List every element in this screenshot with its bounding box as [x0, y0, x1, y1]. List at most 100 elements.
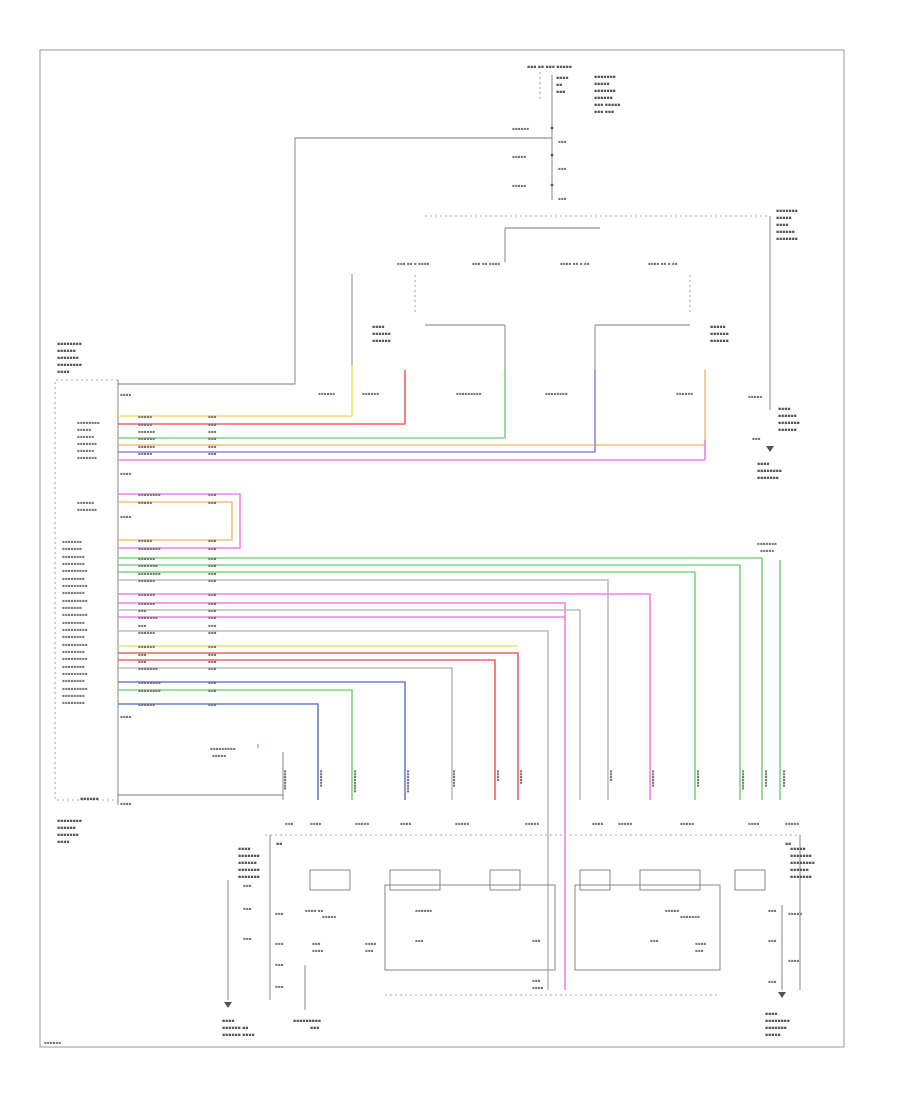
svg-text:▪▪▪▪▪▪: ▪▪▪▪▪▪	[790, 868, 809, 873]
svg-text:▪▪▪▪▪▪▪▪▪: ▪▪▪▪▪▪▪▪▪	[62, 568, 88, 573]
svg-text:▪▪▪▪▪▪: ▪▪▪▪▪▪	[512, 126, 529, 131]
svg-text:▪▪▪▪▪: ▪▪▪▪▪	[525, 821, 539, 826]
svg-text:▪▪▪▪▪: ▪▪▪▪▪	[512, 154, 526, 159]
svg-text:▪▪▪: ▪▪▪	[208, 666, 217, 671]
svg-text:▪▪▪▪▪▪▪▪▪: ▪▪▪▪▪▪▪▪▪	[62, 642, 88, 647]
svg-text:▪▪▪▪: ▪▪▪▪	[372, 325, 384, 330]
svg-text:▪▪▪▪▪▪▪: ▪▪▪▪▪▪▪	[62, 546, 82, 551]
svg-text:▪▪▪▪▪▪▪: ▪▪▪▪▪▪▪	[62, 539, 82, 544]
svg-text:▪▪▪▪▪: ▪▪▪▪▪	[680, 821, 694, 826]
svg-text:▪▪▪▪▪▪: ▪▪▪▪▪▪	[778, 428, 797, 433]
svg-text:▪▪▪: ▪▪▪	[208, 538, 217, 543]
svg-text:▪▪: ▪▪	[276, 842, 282, 847]
wires-group1	[118, 365, 706, 461]
svg-text:▪▪▪: ▪▪▪	[208, 608, 217, 613]
svg-text:▪▪▪▪▪▪: ▪▪▪▪▪▪	[778, 414, 797, 419]
svg-text:▪▪▪: ▪▪▪	[208, 451, 217, 456]
svg-text:▪▪▪: ▪▪▪	[208, 688, 217, 693]
svg-text:▪▪▪▪▪▪: ▪▪▪▪▪▪	[362, 391, 379, 396]
svg-text:▪▪▪▪▪▪: ▪▪▪▪▪▪	[138, 444, 155, 449]
svg-text:▪▪▪▪▪▪▪▪: ▪▪▪▪▪▪▪▪	[62, 664, 85, 669]
svg-text:▪▪▪▪▪▪: ▪▪▪▪▪▪	[372, 339, 391, 344]
svg-text:▪▪▪▪▪▪▪▪: ▪▪▪▪▪▪▪▪	[757, 469, 782, 474]
svg-text:▪▪▪▪▪▪: ▪▪▪▪▪▪	[77, 500, 94, 505]
svg-text:▪▪▪▪▪▪▪▪: ▪▪▪▪▪▪▪▪	[57, 363, 82, 368]
svg-text:▪▪▪▪: ▪▪▪▪	[238, 847, 250, 852]
svg-text:▪▪▪▪▪▪▪▪▪: ▪▪▪▪▪▪▪▪▪	[293, 1019, 321, 1024]
svg-text:▪▪▪: ▪▪▪	[243, 936, 252, 941]
svg-text:▪▪▪▪▪: ▪▪▪▪▪	[138, 500, 152, 505]
svg-text:▪▪▪▪▪: ▪▪▪▪▪	[748, 394, 762, 399]
svg-text:▪▪▪: ▪▪▪	[208, 563, 217, 568]
svg-text:▪▪▪: ▪▪▪	[208, 429, 217, 434]
svg-text:▪▪▪: ▪▪▪	[768, 908, 777, 913]
svg-text:▪▪▪▪▪▪▪▪: ▪▪▪▪▪▪▪▪	[62, 576, 85, 581]
svg-text:▪▪▪: ▪▪▪	[208, 652, 217, 657]
svg-text:▪▪▪▪: ▪▪▪▪	[609, 770, 614, 782]
svg-text:▪▪▪▪▪▪▪: ▪▪▪▪▪▪▪	[741, 770, 746, 790]
svg-text:▪▪▪: ▪▪▪	[558, 196, 567, 201]
pin-labels-group1: ▪▪▪▪▪▪▪▪ ▪▪▪▪▪ ▪▪▪▪▪▪ ▪▪▪▪▪▪▪ ▪▪▪▪▪▪ ▪▪▪…	[77, 420, 100, 512]
svg-text:▪▪▪▪▪▪: ▪▪▪▪▪▪	[138, 601, 155, 606]
svg-text:▪▪▪▪▪▪▪: ▪▪▪▪▪▪▪	[765, 1026, 787, 1031]
svg-text:▪▪▪▪▪▪: ▪▪▪▪▪▪	[415, 908, 432, 913]
svg-text:▪▪▪: ▪▪▪	[695, 948, 704, 953]
svg-text:▪▪▪▪▪: ▪▪▪▪▪	[618, 821, 632, 826]
svg-text:▪▪▪▪▪: ▪▪▪▪▪	[785, 821, 799, 826]
svg-text:▪▪▪: ▪▪▪	[275, 911, 284, 916]
svg-text:▪▪▪: ▪▪▪	[208, 630, 217, 635]
svg-text:▪▪: ▪▪	[556, 83, 562, 88]
svg-text:▪▪▪ ▪▪ ▪▪▪▪: ▪▪▪ ▪▪ ▪▪▪▪	[472, 261, 500, 266]
svg-text:▪▪▪▪▪▪▪: ▪▪▪▪▪▪▪	[776, 209, 798, 214]
svg-text:▪▪▪▪: ▪▪▪▪	[222, 1019, 234, 1024]
svg-text:▪▪▪▪▪▪▪▪: ▪▪▪▪▪▪▪▪	[765, 1019, 790, 1024]
svg-text:▪▪▪▪▪: ▪▪▪▪▪	[138, 414, 152, 419]
svg-text:▪▪▪▪▪: ▪▪▪▪▪	[665, 908, 679, 913]
svg-text:▪▪▪▪: ▪▪▪▪	[120, 471, 132, 476]
svg-text:▪▪▪: ▪▪▪	[556, 90, 565, 95]
svg-text:▪▪▪▪: ▪▪▪▪	[532, 985, 544, 990]
svg-text:▪▪▪▪▪▪▪▪▪: ▪▪▪▪▪▪▪▪▪	[210, 746, 236, 751]
svg-text:▪▪▪▪▪: ▪▪▪▪▪	[790, 847, 806, 852]
svg-text:▪▪▪: ▪▪▪	[138, 659, 147, 664]
svg-text:▪▪▪▪▪▪: ▪▪▪▪▪▪	[238, 861, 257, 866]
svg-text:▪▪: ▪▪	[785, 842, 791, 847]
svg-text:▪▪▪: ▪▪▪	[138, 652, 147, 657]
svg-text:▪▪▪▪▪▪▪: ▪▪▪▪▪▪▪	[757, 476, 779, 481]
svg-text:▪▪▪▪▪: ▪▪▪▪▪	[760, 548, 774, 553]
svg-text:▪▪▪ ▪▪ ▪ ▪▪▪▪: ▪▪▪ ▪▪ ▪ ▪▪▪▪	[397, 261, 430, 266]
svg-text:▪▪▪▪▪: ▪▪▪▪▪	[710, 325, 726, 330]
svg-text:▪▪▪▪▪: ▪▪▪▪▪	[455, 821, 469, 826]
svg-text:▪▪▪: ▪▪▪	[275, 984, 284, 989]
svg-text:▪▪▪: ▪▪▪	[312, 941, 321, 946]
svg-text:▪▪▪▪▪▪▪: ▪▪▪▪▪▪▪	[776, 237, 798, 242]
svg-text:▪▪▪▪▪▪: ▪▪▪▪▪▪	[138, 702, 155, 707]
svg-text:▪▪▪▪▪▪▪: ▪▪▪▪▪▪▪	[238, 868, 260, 873]
svg-text:▪▪▪▪▪▪▪: ▪▪▪▪▪▪▪	[57, 356, 79, 361]
svg-text:▪▪▪ ▪▪▪▪▪: ▪▪▪ ▪▪▪▪▪	[594, 103, 620, 108]
svg-text:▪▪▪: ▪▪▪	[208, 444, 217, 449]
svg-text:▪▪▪▪▪: ▪▪▪▪▪	[77, 427, 91, 432]
svg-text:▪▪▪▪▪▪▪▪: ▪▪▪▪▪▪▪▪	[62, 590, 85, 595]
svg-text:▪▪▪: ▪▪▪	[208, 659, 217, 664]
svg-text:▪▪▪▪▪▪▪▪: ▪▪▪▪▪▪▪▪	[138, 546, 161, 551]
svg-text:▪▪▪▪▪▪: ▪▪▪▪▪▪	[80, 797, 99, 802]
svg-text:▪▪▪▪▪▪▪▪: ▪▪▪▪▪▪▪▪	[57, 342, 82, 347]
svg-text:▪▪▪▪: ▪▪▪▪	[57, 370, 69, 375]
svg-text:▪▪▪▪▪▪▪▪: ▪▪▪▪▪▪▪▪	[62, 693, 85, 698]
svg-text:▪▪▪▪: ▪▪▪▪	[776, 223, 788, 228]
svg-text:▪▪▪: ▪▪▪	[208, 578, 217, 583]
svg-text:▪▪▪▪▪▪▪▪: ▪▪▪▪▪▪▪▪	[545, 391, 568, 396]
svg-text:▪▪▪▪▪▪: ▪▪▪▪▪▪	[57, 349, 76, 354]
svg-text:▪▪▪▪▪▪: ▪▪▪▪▪▪	[776, 230, 795, 235]
svg-text:▪▪▪: ▪▪▪	[208, 592, 217, 597]
svg-text:▪▪▪▪▪: ▪▪▪▪▪	[788, 911, 802, 916]
svg-text:▪▪▪▪▪: ▪▪▪▪▪	[138, 538, 152, 543]
svg-text:▪▪▪: ▪▪▪	[243, 906, 252, 911]
svg-text:▪▪▪▪▪▪: ▪▪▪▪▪▪	[138, 556, 155, 561]
svg-text:▪▪▪: ▪▪▪	[208, 436, 217, 441]
svg-text:▪▪▪▪▪▪▪: ▪▪▪▪▪▪▪	[138, 563, 158, 568]
svg-text:▪▪▪▪▪▪▪▪: ▪▪▪▪▪▪▪▪	[62, 649, 85, 654]
svg-text:▪▪▪▪▪▪: ▪▪▪▪▪▪	[651, 770, 656, 787]
svg-text:▪▪▪▪: ▪▪▪▪	[496, 770, 501, 782]
